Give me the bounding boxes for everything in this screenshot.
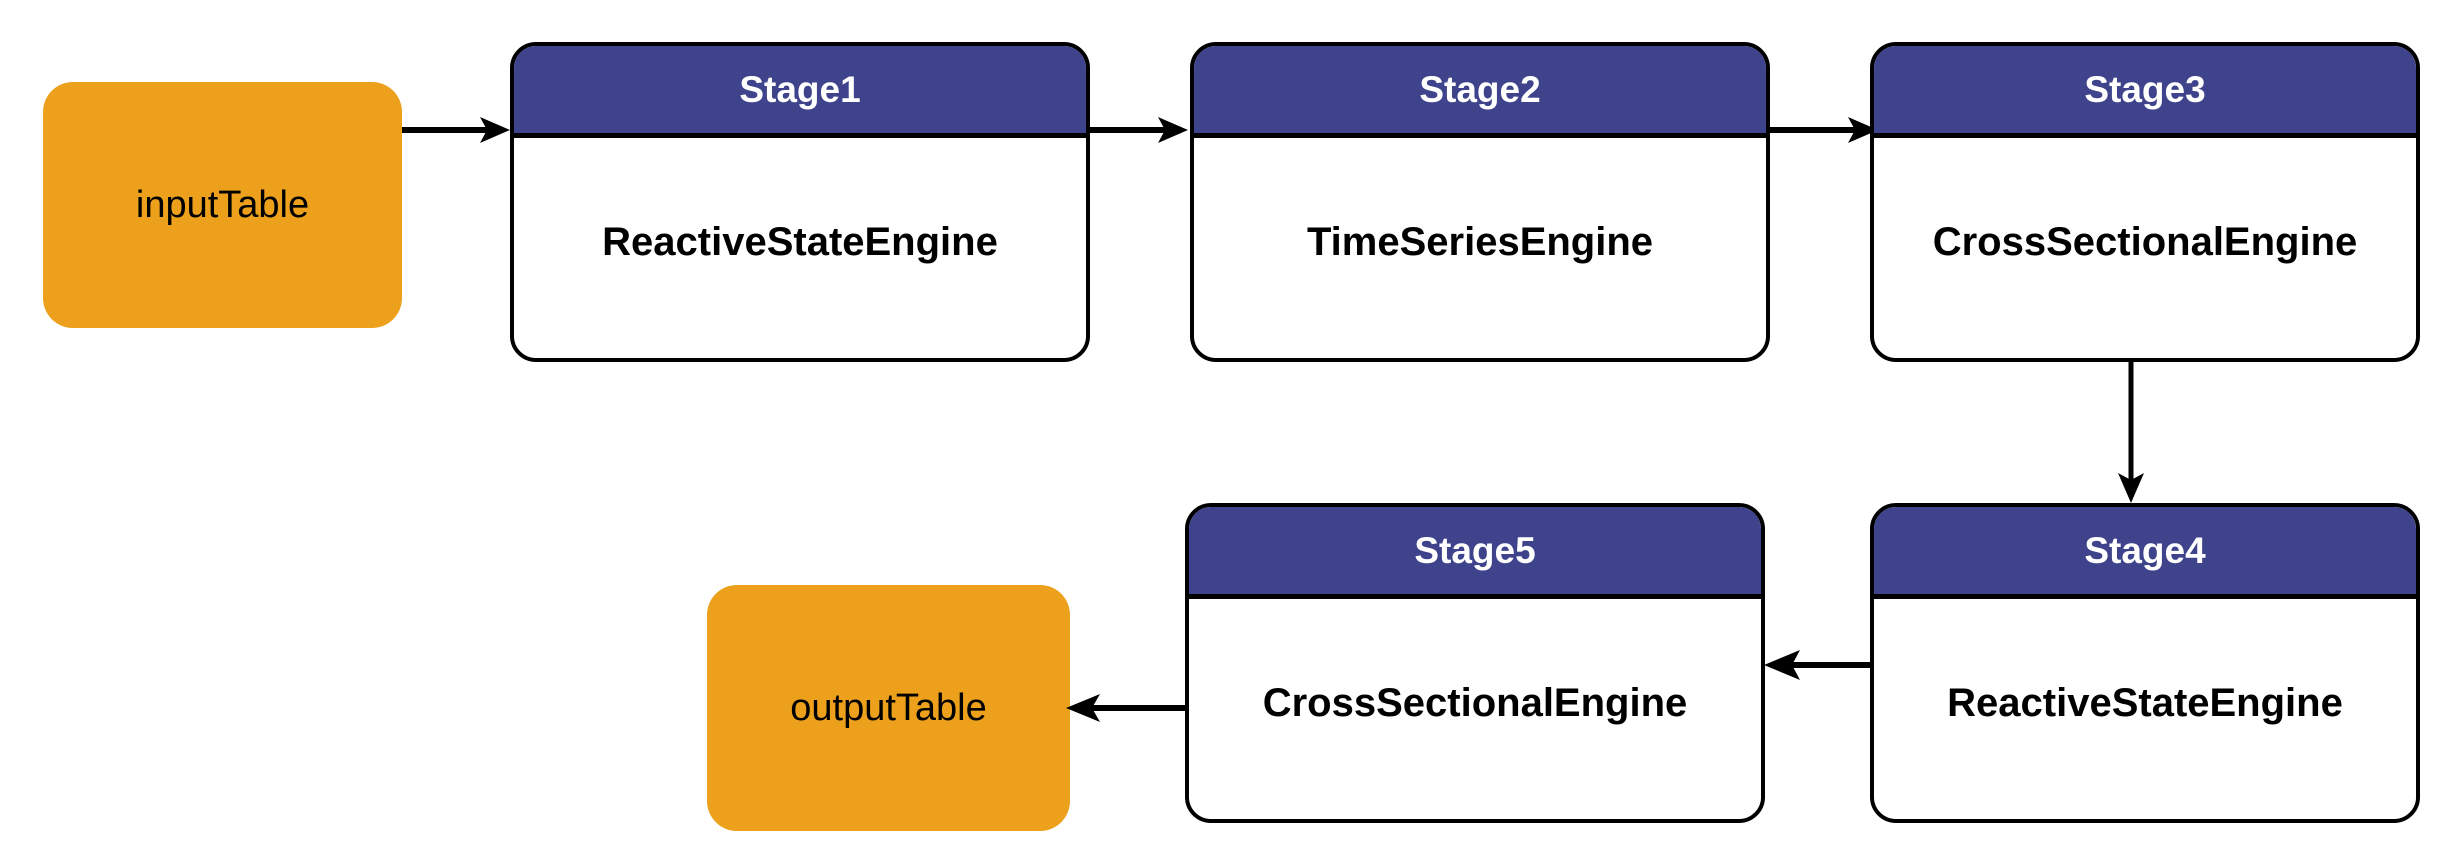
edge-stage5-to-output: [1062, 688, 1190, 728]
stage4-body: ReactiveStateEngine: [1874, 599, 2416, 819]
stage3-body: CrossSectionalEngine: [1874, 138, 2416, 358]
node-output-table-label: outputTable: [790, 687, 987, 729]
stage5-header: Stage5: [1189, 507, 1761, 599]
stage1-header-label: Stage1: [739, 69, 861, 110]
node-stage1[interactable]: Stage1 ReactiveStateEngine: [510, 42, 1090, 362]
stage3-header-label: Stage3: [2084, 69, 2206, 110]
node-input-table[interactable]: inputTable: [43, 82, 402, 328]
edge-stage1-to-stage2: [1090, 110, 1192, 150]
stage2-body: TimeSeriesEngine: [1194, 138, 1766, 358]
stage2-engine-label: TimeSeriesEngine: [1306, 220, 1654, 264]
edge-stage4-to-stage5: [1760, 645, 1876, 685]
edge-stage3-to-stage4: [2111, 360, 2151, 506]
edge-stage2-to-stage3: [1770, 110, 1882, 150]
stage3-engine-label: CrossSectionalEngine: [1932, 220, 2358, 264]
stage4-engine-label: ReactiveStateEngine: [1947, 681, 2343, 725]
node-stage3[interactable]: Stage3 CrossSectionalEngine: [1870, 42, 2420, 362]
stage1-engine-label: ReactiveStateEngine: [602, 220, 998, 264]
edge-input-to-stage1: [402, 110, 514, 150]
stage1-body: ReactiveStateEngine: [514, 138, 1086, 358]
stage3-header: Stage3: [1874, 46, 2416, 138]
stage2-header: Stage2: [1194, 46, 1766, 138]
stage4-header-label: Stage4: [2084, 530, 2206, 571]
stage5-header-label: Stage5: [1414, 530, 1536, 571]
node-stage5[interactable]: Stage5 CrossSectionalEngine: [1185, 503, 1765, 823]
stage1-header: Stage1: [514, 46, 1086, 138]
node-stage2[interactable]: Stage2 TimeSeriesEngine: [1190, 42, 1770, 362]
node-input-table-label: inputTable: [135, 184, 310, 226]
stage2-header-label: Stage2: [1419, 69, 1541, 110]
stage5-body: CrossSectionalEngine: [1189, 599, 1761, 819]
stage4-header: Stage4: [1874, 507, 2416, 599]
node-output-table[interactable]: outputTable: [707, 585, 1070, 831]
node-stage4[interactable]: Stage4 ReactiveStateEngine: [1870, 503, 2420, 823]
stage5-engine-label: CrossSectionalEngine: [1262, 681, 1688, 725]
